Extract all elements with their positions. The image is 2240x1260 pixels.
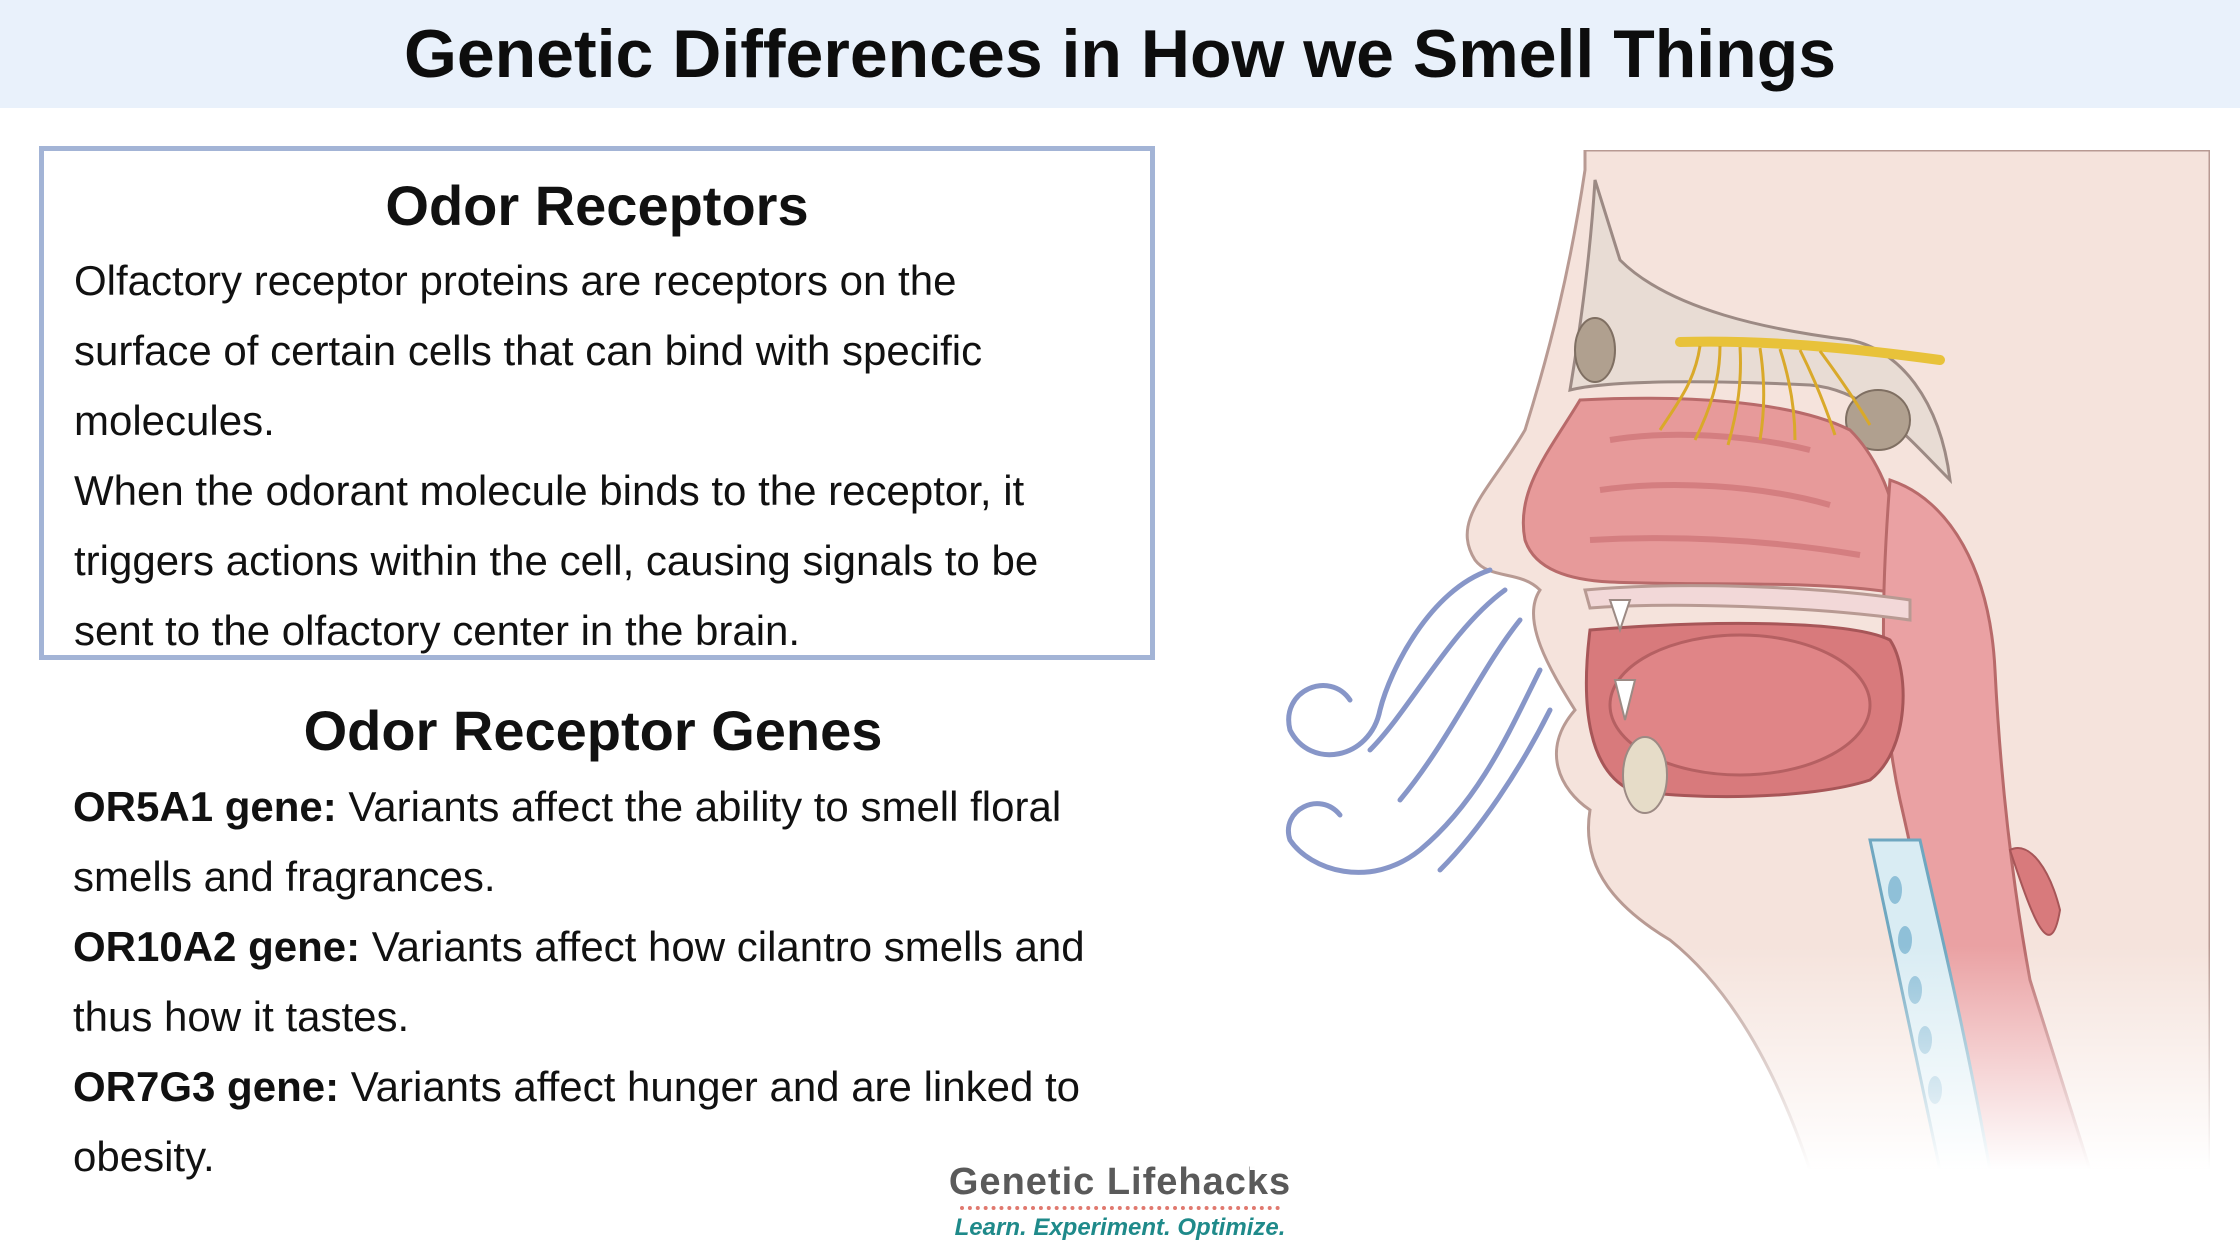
odor-receptors-box: Odor Receptors Olfactory receptor protei… <box>39 146 1155 660</box>
gene-name: OR7G3 gene: <box>73 1063 340 1110</box>
gene-name: OR10A2 gene: <box>73 923 361 970</box>
receptors-line-5: triggers actions within the cell, causin… <box>74 537 1039 584</box>
gene-description: Variants affect hunger and are linked to <box>339 1063 1081 1110</box>
odor-receptor-genes-title: Odor Receptor Genes <box>303 699 883 762</box>
gene-description: Variants affect the ability to smell flo… <box>336 783 1062 830</box>
receptors-line-4: When the odorant molecule binds to the r… <box>74 467 1025 514</box>
receptors-line-6: sent to the olfactory center in the brai… <box>74 607 801 654</box>
gene-item-or5a1-cont: smells and fragrances. <box>73 853 496 900</box>
logo-divider <box>960 1206 1280 1210</box>
gene-name: OR5A1 gene: <box>73 783 337 830</box>
gene-item-or10a2-cont: thus how it tastes. <box>73 993 410 1040</box>
nasal-cavity-cross-section-icon <box>1250 150 2210 1170</box>
gene-description: Variants affect how cilantro smells and <box>360 923 1085 970</box>
receptors-line-2: surface of certain cells that can bind w… <box>74 327 983 374</box>
receptors-line-1: Olfactory receptor proteins are receptor… <box>74 257 957 304</box>
gene-item-or5a1: OR5A1 gene: Variants affect the ability … <box>73 772 1193 842</box>
page-title: Genetic Differences in How we Smell Thin… <box>403 16 1837 92</box>
gene-item-or7g3-cont: obesity. <box>73 1133 215 1180</box>
gene-item-or7g3: OR7G3 gene: Variants affect hunger and a… <box>73 1052 1193 1122</box>
header-banner: Genetic Differences in How we Smell Thin… <box>0 0 2240 108</box>
receptors-line-3: molecules. <box>74 397 275 444</box>
odor-receptors-title: Odor Receptors <box>385 174 809 237</box>
logo-name: Genetic Lifehacks <box>948 1161 1292 1203</box>
gene-item-or10a2: OR10A2 gene: Variants affect how cilantr… <box>73 912 1193 982</box>
logo-tagline: Learn. Experiment. Optimize. <box>954 1214 1286 1241</box>
genetic-lifehacks-logo: Genetic Lifehacks Learn. Experiment. Opt… <box>930 1160 1310 1242</box>
